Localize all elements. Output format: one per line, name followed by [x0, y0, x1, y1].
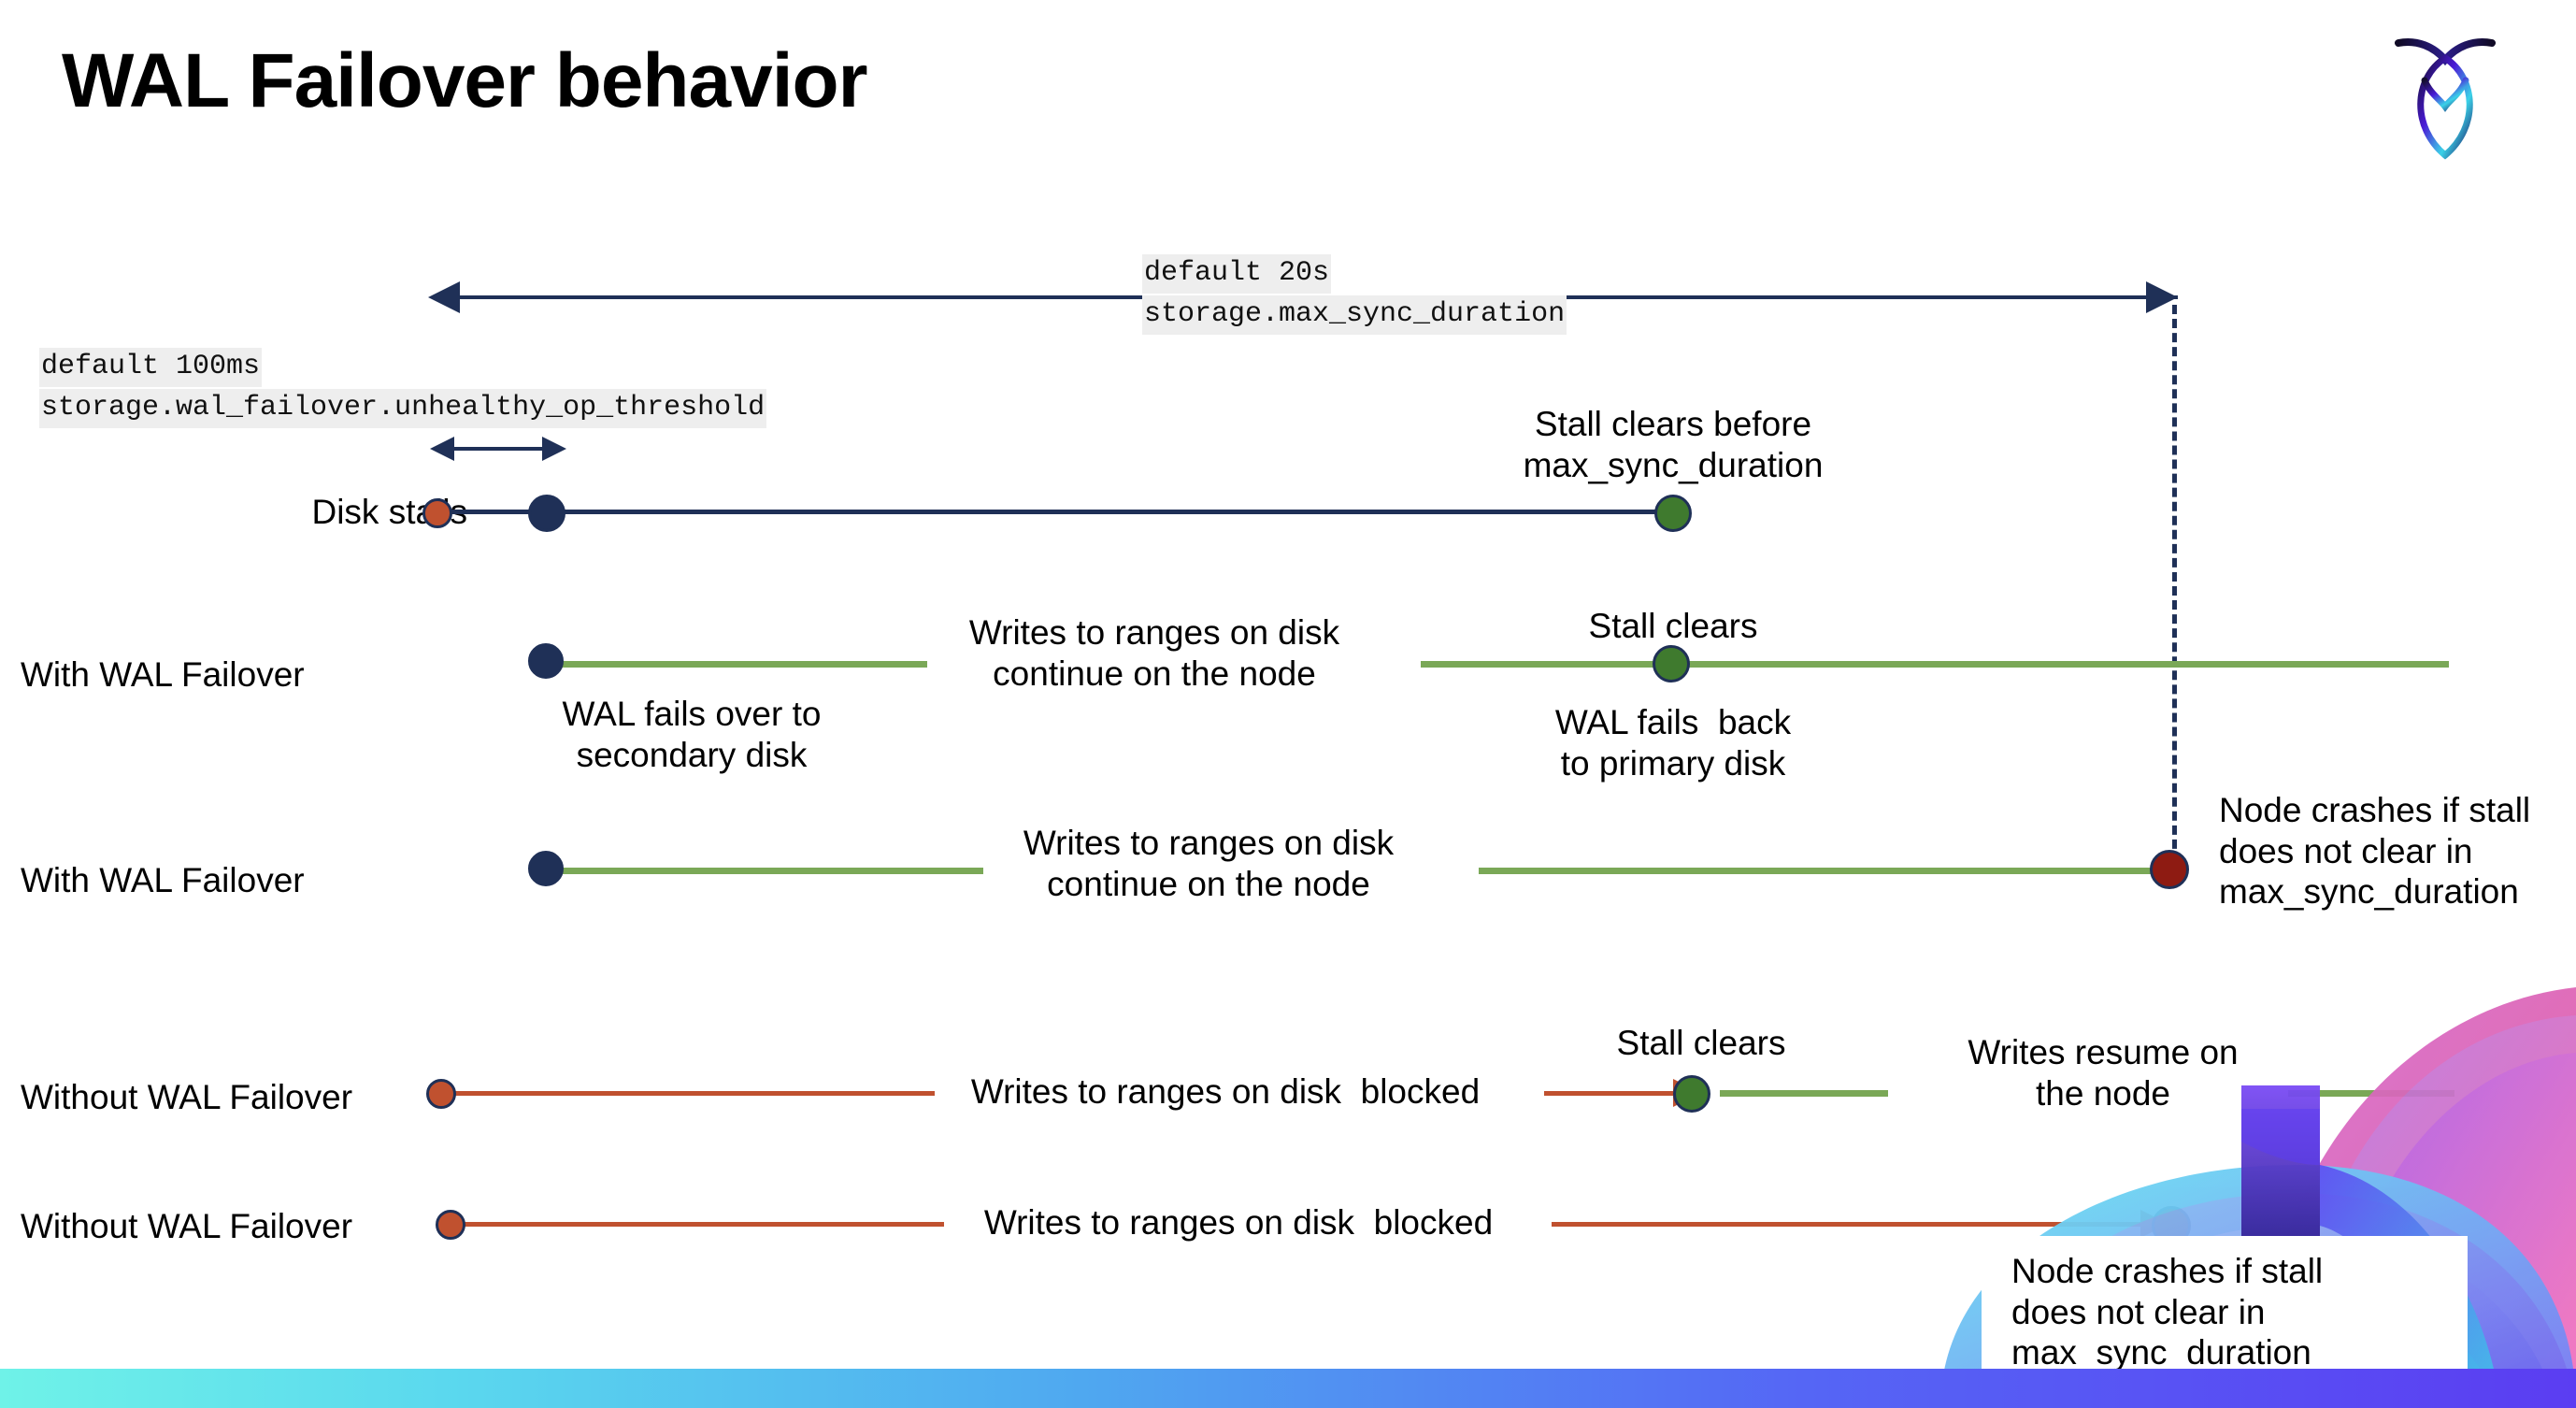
- with-wal-1-stall-clear-dot: [1653, 645, 1690, 682]
- note-wal-fails-back: WAL fails back to primary disk: [1554, 703, 1792, 783]
- note-stall-clears-before-max-sync: Stall clears before max_sync_duration: [1523, 405, 1824, 484]
- unhealthy-threshold-right-arrowhead: [542, 437, 566, 461]
- note-node-crashes-2: Node crashes if stall does not clear in …: [2011, 1252, 2324, 1372]
- row-label-with-wal-failover-1: With WAL Failover: [21, 655, 305, 694]
- without-wal-1-blocked-segment-b: [1544, 1091, 1684, 1096]
- max-sync-duration-left-arrowhead: [428, 281, 460, 313]
- note-writes-blocked-1: Writes to ranges on disk blocked: [970, 1072, 1481, 1111]
- disk-stalls-timeline: [439, 510, 1673, 514]
- with-wal-1-failover-dot: [528, 643, 564, 679]
- page-title: WAL Failover behavior: [62, 38, 868, 123]
- unhealthy-setting-chip: storage.wal_failover.unhealthy_op_thresh…: [39, 389, 767, 428]
- max-sync-setting-chip: storage.max_sync_duration: [1142, 295, 1567, 335]
- max-sync-default-chip: default 20s: [1142, 254, 1332, 294]
- note-writes-blocked-2: Writes to ranges on disk blocked: [983, 1203, 1494, 1242]
- without-wal-1-stall-start-dot: [426, 1079, 456, 1109]
- disk-stall-clear-dot: [1654, 495, 1692, 532]
- with-wal-2-segment-a: [540, 868, 983, 874]
- with-wal-1-segment-a: [540, 661, 927, 668]
- unhealthy-threshold-span-line: [439, 447, 548, 451]
- with-wal-2-node-crash-dot: [2150, 850, 2189, 889]
- with-wal-1-segment-b: [1421, 661, 2449, 668]
- unhealthy-threshold-left-arrowhead: [430, 437, 454, 461]
- note-writes-continue-2: Writes to ranges on disk continue on the…: [1023, 824, 1395, 903]
- without-wal-2-blocked-segment-a: [458, 1222, 944, 1227]
- row-label-with-wal-failover-2: With WAL Failover: [21, 861, 305, 899]
- disk-stall-start-dot: [422, 498, 452, 528]
- with-wal-2-failover-dot: [528, 851, 564, 886]
- without-wal-1-stall-clear-dot: [1673, 1075, 1710, 1113]
- bottom-gradient-bar: [0, 1369, 2576, 1408]
- unhealthy-default-chip: default 100ms: [39, 348, 263, 387]
- note-stall-clears-2: Stall clears: [1616, 1024, 1786, 1062]
- without-wal-1-resume-segment-b: [2288, 1090, 2454, 1097]
- note-writes-continue-1: Writes to ranges on disk continue on the…: [968, 613, 1340, 693]
- with-wal-2-segment-b: [1479, 868, 2182, 874]
- row-label-without-wal-failover-1: Without WAL Failover: [21, 1078, 353, 1116]
- cockroachdb-logo-icon: [2389, 26, 2501, 162]
- wal-failover-trigger-dot: [528, 495, 565, 532]
- note-writes-resume: Writes resume on the node: [1968, 1033, 2239, 1113]
- max-sync-duration-dashed-guide: [2172, 305, 2177, 877]
- without-wal-2-blocked-segment-b: [1552, 1222, 2168, 1227]
- without-wal-2-stall-start-dot: [436, 1210, 465, 1240]
- note-stall-clears-1: Stall clears: [1588, 607, 1758, 645]
- note-wal-fails-over: WAL fails over to secondary disk: [562, 695, 822, 774]
- without-wal-1-blocked-segment-a: [449, 1091, 935, 1096]
- row-label-without-wal-failover-2: Without WAL Failover: [21, 1207, 353, 1245]
- without-wal-1-resume-segment-a: [1720, 1090, 1888, 1097]
- note-node-crashes-1: Node crashes if stall does not clear in …: [2219, 791, 2531, 912]
